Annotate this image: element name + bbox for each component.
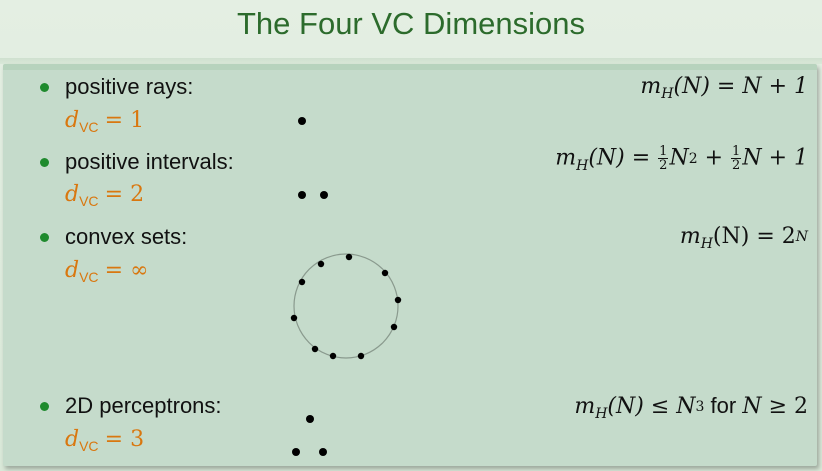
bullet-icon xyxy=(40,233,49,242)
point xyxy=(319,448,327,456)
formula-term: N + 1 xyxy=(742,145,808,171)
formula-exponent: N xyxy=(795,229,808,245)
dvc-subscript: VC xyxy=(79,193,99,209)
dvc-positive-rays: dVC = 1 xyxy=(65,107,145,135)
dvc-symbol: d xyxy=(65,108,80,133)
point xyxy=(298,191,306,199)
circle-point xyxy=(290,314,298,322)
point xyxy=(292,448,300,456)
circle-point xyxy=(317,260,325,268)
formula-m: m xyxy=(574,394,596,419)
dvc-subscript: VC xyxy=(79,269,99,285)
formula-tail-rest: ≥ 2 xyxy=(761,394,808,419)
dvc-symbol: d xyxy=(65,182,80,207)
formula-mid: (N) ≤ N xyxy=(607,394,696,419)
bullet-icon xyxy=(40,402,49,411)
point xyxy=(306,415,314,423)
formula-exponent: 2 xyxy=(688,150,698,167)
dvc-subscript: VC xyxy=(79,438,99,454)
bullet-icon xyxy=(40,158,49,167)
formula-rest: (N) = N + 1 xyxy=(673,74,808,99)
point xyxy=(298,117,306,125)
circle-point xyxy=(381,269,389,277)
formula-exponent: 3 xyxy=(695,399,705,415)
formula-mid: (N) = xyxy=(588,145,658,171)
circle-point xyxy=(298,278,306,286)
title-divider xyxy=(0,58,822,64)
formula-for-text: for xyxy=(704,393,743,418)
circle-point xyxy=(311,345,319,353)
circle-point xyxy=(390,323,398,331)
fraction-denominator: 2 xyxy=(732,158,741,173)
formula-mid: (N) = 2 xyxy=(712,224,796,249)
row-label-convex-sets: convex sets: xyxy=(65,224,188,249)
circle-point xyxy=(345,253,353,261)
point xyxy=(320,191,328,199)
dvc-symbol: d xyxy=(65,258,80,283)
dvc-positive-intervals: dVC = 2 xyxy=(65,181,145,209)
row-label-positive-rays: positive rays: xyxy=(65,74,194,99)
dvc-value: = 2 xyxy=(104,182,145,207)
dvc-symbol: d xyxy=(65,427,80,452)
growth-function-convex-sets: mH(N) = 2N xyxy=(679,224,808,252)
circle-point xyxy=(357,352,365,360)
fraction-numerator: 1 xyxy=(658,144,669,159)
dvc-subscript: VC xyxy=(79,119,99,135)
dvc-value: = ∞ xyxy=(104,258,149,283)
circle-point xyxy=(394,296,402,304)
formula-sub-h: H xyxy=(595,406,608,422)
growth-function-2d-perceptrons: mH(N) ≤ N3 for N ≥ 2 xyxy=(574,393,808,422)
formula-m: m xyxy=(555,145,577,171)
formula-tail-var: N xyxy=(742,394,762,419)
fraction-numerator: 1 xyxy=(731,144,742,159)
fraction-denominator: 2 xyxy=(659,158,668,173)
dvc-convex-sets: dVC = ∞ xyxy=(65,257,149,285)
row-label-positive-intervals: positive intervals: xyxy=(65,149,234,174)
formula-m: m xyxy=(679,224,701,249)
formula-plus: + xyxy=(697,145,731,171)
row-label-2d-perceptrons: 2D perceptrons: xyxy=(65,393,222,418)
content-block xyxy=(3,64,817,466)
slide-title: The Four VC Dimensions xyxy=(236,6,585,41)
formula-term: N xyxy=(669,145,689,171)
dvc-2d-perceptrons: dVC = 3 xyxy=(65,426,145,454)
circle-point xyxy=(329,352,337,360)
dvc-value: = 3 xyxy=(104,427,145,452)
formula-sub-h: H xyxy=(661,86,674,102)
convex-circle xyxy=(293,253,399,359)
dvc-value: = 1 xyxy=(104,108,145,133)
formula-m: m xyxy=(640,74,662,99)
bullet-icon xyxy=(40,83,49,92)
formula-sub-h: H xyxy=(576,157,589,174)
growth-function-positive-rays: mH(N) = N + 1 xyxy=(640,74,808,102)
formula-sub-h: H xyxy=(700,236,713,252)
